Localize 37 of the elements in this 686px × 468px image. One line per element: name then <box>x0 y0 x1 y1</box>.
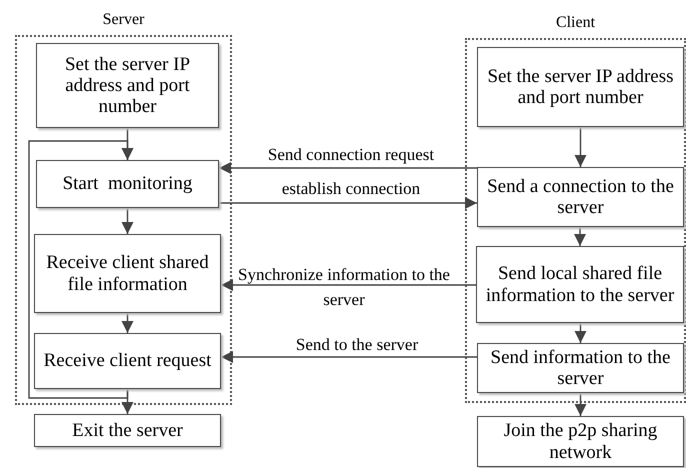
process-text: Send a connection to the server <box>486 176 675 218</box>
edge-label: Send connection request <box>266 146 436 164</box>
arrow <box>574 323 586 343</box>
group-title: Client <box>554 14 596 32</box>
arrow <box>219 162 477 174</box>
edge-label: Synchronize information to the server <box>237 264 451 311</box>
arrow <box>221 351 477 363</box>
arrow <box>574 393 586 416</box>
process-box <box>34 234 221 313</box>
process-text: Set the server IP address and port number <box>486 66 675 108</box>
process-text: Join the p2p sharing network <box>502 420 658 463</box>
process-text: Start monitoring <box>62 173 192 195</box>
process-text: Send information to the server <box>490 346 672 390</box>
group-title: Server <box>102 11 146 29</box>
process-box <box>34 333 221 389</box>
arrow <box>122 208 134 234</box>
process-box <box>36 43 219 128</box>
process-box <box>477 47 684 127</box>
process-box <box>477 416 684 467</box>
process-box <box>477 343 684 393</box>
process-text: Send local shared file information to the server <box>484 263 676 306</box>
process-box <box>34 414 221 447</box>
arrow <box>122 313 134 333</box>
arrow <box>221 279 476 291</box>
arrow <box>219 197 477 209</box>
edge-label: establish connection <box>280 180 422 198</box>
process-text: Set the server IP address and port number <box>64 54 192 118</box>
process-text: Receive client request <box>44 350 212 372</box>
arrow <box>574 227 586 246</box>
arrow <box>28 140 134 399</box>
process-box <box>36 160 219 208</box>
process-text: Exit the server <box>72 420 183 442</box>
process-box <box>477 167 684 227</box>
process-text: Receive client shared file information <box>45 252 210 295</box>
process-box <box>476 246 684 323</box>
edge-label: Send to the server <box>294 336 420 354</box>
arrow <box>574 127 586 167</box>
